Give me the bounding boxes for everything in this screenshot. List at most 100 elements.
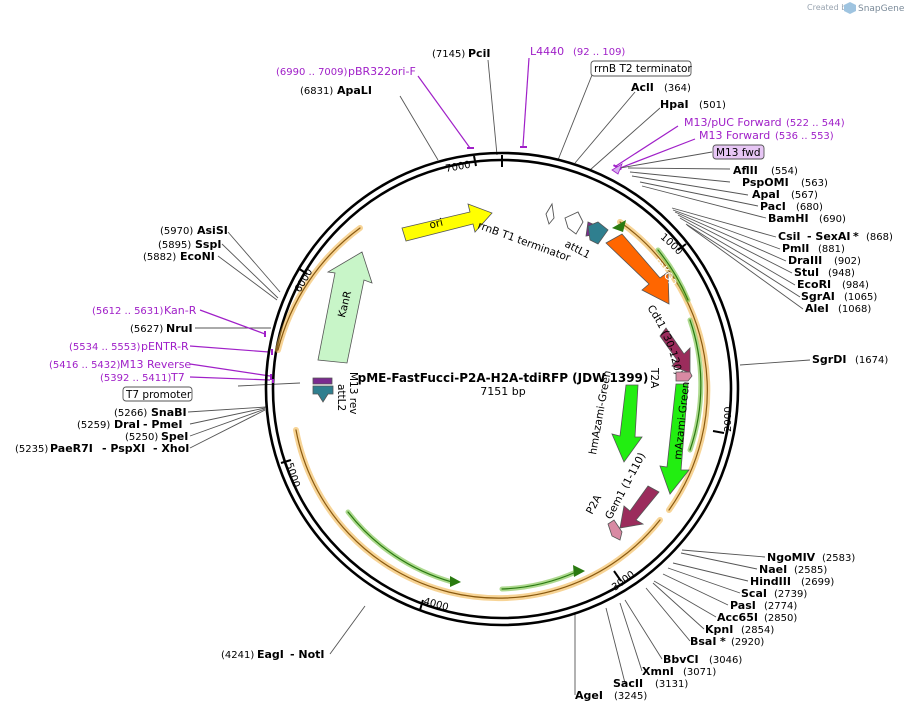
apai-pos: (567) <box>791 190 818 201</box>
attl2-feature[interactable] <box>312 385 334 403</box>
ori-feature[interactable] <box>401 203 493 242</box>
plasmid-name: pME-FastFucci-P2A-H2A-tdiRFP (JDW 1399) <box>358 371 649 385</box>
noti-label[interactable]: - NotI <box>290 648 325 661</box>
sgrdi-pos: (1674) <box>855 355 888 366</box>
bbvci-label[interactable]: BbvCI <box>663 653 699 666</box>
m13-fwd-marker <box>611 163 623 175</box>
draiii-label[interactable]: DraIII <box>788 254 822 267</box>
pmli-label[interactable]: PmlI <box>782 242 809 255</box>
ngomiv-label[interactable]: NgoMIV <box>767 551 816 564</box>
ecori-label[interactable]: EcoRI <box>797 278 831 291</box>
naei-label[interactable]: NaeI <box>759 563 787 576</box>
orf-arcs <box>275 219 711 602</box>
attl2-label: attL2 <box>335 384 347 411</box>
pspomi-label[interactable]: PspOMI <box>742 176 789 189</box>
sgrdi-label[interactable]: SgrDI <box>812 353 846 366</box>
rrnb-t2-feature[interactable] <box>545 202 555 225</box>
scai-pos: (2739) <box>774 589 807 600</box>
bamhi-label[interactable]: BamHI <box>768 212 809 225</box>
sspi-pos: (5895) <box>158 240 191 251</box>
m13puc-label[interactable]: M13/pUC Forward <box>684 116 782 129</box>
p2a-label: P2A <box>584 492 604 516</box>
sexai-label[interactable]: - SexAI <box>807 230 850 243</box>
econi-label[interactable]: EcoNI <box>180 250 215 263</box>
mko2-feature[interactable] <box>605 233 670 305</box>
rrnb-t1-feature[interactable] <box>564 211 584 235</box>
alei-label[interactable]: AleI <box>805 302 829 315</box>
pasi-label[interactable]: PasI <box>730 599 756 612</box>
paci-pos: (680) <box>796 202 823 213</box>
p2a-feature[interactable] <box>607 519 623 541</box>
paer7i-label[interactable]: PaeR7I <box>50 442 93 455</box>
m13-rev-feature[interactable] <box>312 377 333 385</box>
ori-label: ori <box>428 217 444 232</box>
t7-range: (5392 .. 5411) <box>100 373 172 384</box>
sacii-label[interactable]: SacII <box>613 677 643 690</box>
t2a-feature[interactable] <box>675 371 693 382</box>
hindiii-label[interactable]: HindIII <box>750 575 791 588</box>
kpni-label[interactable]: KpnI <box>705 623 733 636</box>
snabi-label[interactable]: SnaBI <box>151 406 187 419</box>
m13-fwd-box <box>712 144 765 160</box>
attl1-feature[interactable] <box>587 221 609 245</box>
mazami-green-feature[interactable] <box>659 383 690 495</box>
stui-pos: (948) <box>828 268 855 279</box>
t7-promoter-label[interactable]: T7 promoter <box>125 389 192 401</box>
rrnb-t2-label[interactable]: rrnB T2 terminator <box>594 63 692 75</box>
pbr322ori-label[interactable]: pBR322ori-F <box>348 65 416 78</box>
tick-7000: 7000 <box>445 160 472 175</box>
eagi-pos: (4241) <box>221 650 254 661</box>
spei-pos: (5250) <box>125 432 158 443</box>
t7-leader <box>237 382 301 387</box>
drai-label[interactable]: DraI <box>114 418 140 431</box>
scai-label[interactable]: ScaI <box>741 587 767 600</box>
bsai-label[interactable]: BsaI <box>690 635 716 648</box>
apai-label[interactable]: ApaI <box>752 188 780 201</box>
eagi-label[interactable]: EagI <box>257 648 284 661</box>
csii-label[interactable]: CsiI <box>778 230 800 243</box>
naei-pos: (2585) <box>794 565 827 576</box>
hpai-label[interactable]: HpaI <box>660 98 689 111</box>
orf-arrowheads <box>450 220 626 587</box>
kanr-feature[interactable] <box>317 251 373 364</box>
sgrai-label[interactable]: SgrAI <box>801 290 835 303</box>
l4440-label[interactable]: L4440 <box>530 45 564 58</box>
pcii-label[interactable]: PciI <box>468 47 490 60</box>
sspi-label[interactable]: SspI <box>195 238 221 251</box>
apali-label[interactable]: ApaLI <box>337 84 372 97</box>
primer-leaders <box>189 57 713 381</box>
acli-label[interactable]: AclI <box>631 81 654 94</box>
xmni-label[interactable]: XmnI <box>642 665 674 678</box>
bamhi-pos: (690) <box>819 214 846 225</box>
acc65i-pos: (2850) <box>764 613 797 624</box>
xhoi-label[interactable]: - XhoI <box>153 442 189 455</box>
asisi-label[interactable]: AsiSI <box>197 224 228 237</box>
pspxi-label[interactable]: - PspXI <box>102 442 145 455</box>
hmazami-green-feature[interactable] <box>611 384 643 463</box>
apali-pos: (6831) <box>300 86 333 97</box>
gem1-feature[interactable] <box>619 485 660 529</box>
pmei-label[interactable]: - PmeI <box>143 418 182 431</box>
stui-label[interactable]: StuI <box>794 266 819 279</box>
econi-pos: (5882) <box>143 252 176 263</box>
aflii-label[interactable]: AflII <box>733 164 758 177</box>
cdt1-feature[interactable] <box>659 327 691 374</box>
m13rev-primer-range: (5416 .. 5432) <box>49 360 121 371</box>
m13-fwd-label[interactable]: M13 fwd <box>716 147 761 159</box>
m13fwd-primer-label[interactable]: M13 Forward <box>699 129 770 142</box>
spei-label[interactable]: SpeI <box>161 430 188 443</box>
paci-label[interactable]: PacI <box>760 200 786 213</box>
sgrai-pos: (1065) <box>844 292 877 303</box>
t7-label[interactable]: T7 <box>170 371 185 384</box>
pentr-label[interactable]: pENTR-R <box>141 340 189 353</box>
acli-pos: (364) <box>664 83 691 94</box>
kanr-primer-label[interactable]: Kan-R <box>164 304 197 317</box>
nrui-label[interactable]: NruI <box>166 322 193 335</box>
m13rev-primer-label[interactable]: M13 Reverse <box>120 358 191 371</box>
alei-pos: (1068) <box>838 304 871 315</box>
rrnb-t1-label: rrnB T1 terminator <box>476 220 573 265</box>
snapgene-logo-icon <box>844 2 856 14</box>
acc65i-label[interactable]: Acc65I <box>717 611 758 624</box>
agei-label[interactable]: AgeI <box>575 689 603 702</box>
